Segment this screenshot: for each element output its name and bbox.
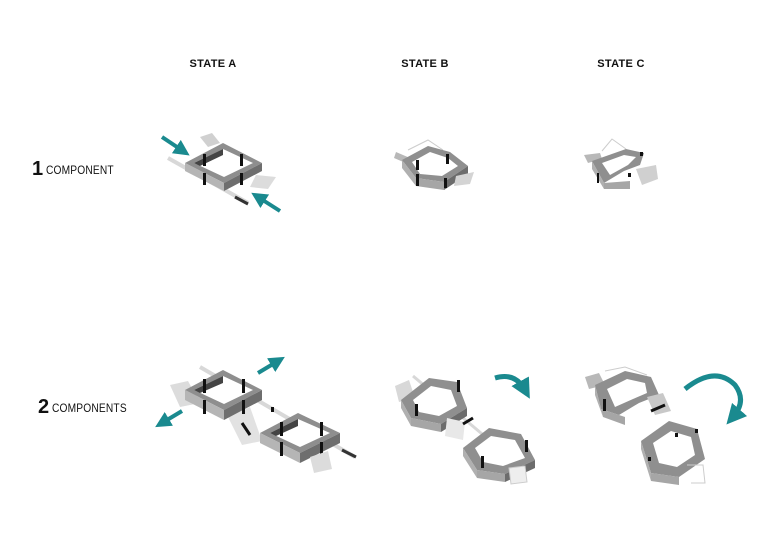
row-number: 2 — [38, 396, 50, 418]
column-header-state-a: STATE A — [189, 58, 237, 70]
compress-arrow-right — [251, 192, 282, 213]
rotate-arrow — [494, 374, 530, 399]
figure-1-component-state-b — [388, 130, 488, 205]
figure-1-component-state-a — [150, 125, 300, 230]
column-header-state-b: STATE B — [401, 58, 449, 70]
row-text: COMPONENT — [46, 162, 114, 177]
rotate-arrow — [683, 373, 748, 425]
figure-2-components-state-c — [575, 355, 755, 510]
row-number: 1 — [32, 158, 44, 180]
figure-2-components-state-a — [150, 345, 370, 480]
figure-2-components-state-b — [385, 360, 545, 490]
compress-arrow-left — [160, 135, 190, 156]
column-header-state-c: STATE C — [597, 58, 645, 70]
row-text: COMPONENTS — [52, 400, 127, 415]
pull-arrow-up-right — [256, 356, 285, 375]
pull-arrow-down-left — [155, 409, 184, 428]
figure-1-component-state-c — [580, 135, 670, 205]
